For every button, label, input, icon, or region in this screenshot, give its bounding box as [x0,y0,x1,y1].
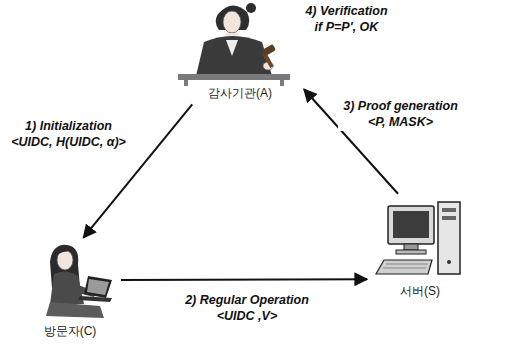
step-label: 3) Proof generation <P, MASK> [338,98,463,131]
step-label: 1) Initialization <UIDC, H(UIDC, α)> [6,118,131,151]
visitor-figure [46,245,112,318]
flow-arrow [121,278,367,281]
actor-name: 서버(S) [398,283,442,300]
actor-name: 방문자(C) [42,323,99,340]
auditor-figure [178,3,290,86]
server-computer [376,202,460,274]
actor-node: 방문자(C) [22,240,118,340]
step-label: 2) Regular Operation <UIDC ,V> [180,292,314,325]
actor-node: 감사기관(A) [178,2,302,102]
step-note: 4) Verification if P=P', OK [300,3,393,36]
actor-name: 감사기관(A) [206,85,274,102]
actor-node: 서버(S) [370,196,470,300]
